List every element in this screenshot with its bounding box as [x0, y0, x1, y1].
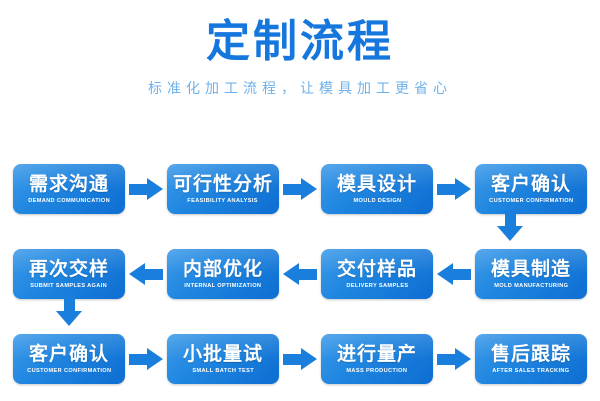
arrow-left-icon [129, 262, 163, 286]
flow-node-mould-design[interactable]: 模具设计 MOULD DESIGN [321, 164, 433, 214]
arrow-shaft [437, 184, 456, 195]
flow-node-label-cn: 客户确认 [490, 172, 571, 195]
arrow-head [301, 348, 317, 370]
flow-node-label-en: AFTER SALES TRACKING [492, 367, 570, 374]
arrow-head [455, 178, 471, 200]
arrow-shaft [298, 269, 317, 280]
arrow-head [301, 178, 317, 200]
flow-node-label-cn: 模具制造 [490, 257, 571, 280]
flow-node-label-cn: 需求沟通 [28, 172, 109, 195]
flow-node-small-batch-test[interactable]: 小批量试 SMALL BATCH TEST [167, 334, 279, 384]
flow-node-feasibility-analysis[interactable]: 可行性分析 FEASIBILITY ANALYSIS [167, 164, 279, 214]
arrow-left-icon [283, 262, 317, 286]
flow-row-3: 客户确认 CUSTOMER CONFIRMATION 小批量试 SMALL BA… [0, 330, 600, 388]
flow-node-label-cn: 交付样品 [336, 257, 417, 280]
flow-node-label-en: MOLD MANUFACTURING [493, 282, 569, 289]
arrow-head [147, 348, 163, 370]
arrow-head [497, 226, 523, 241]
flow-node-demand-communication[interactable]: 需求沟通 DEMAND COMMUNICATION [13, 164, 125, 214]
flow-node-label-cn: 模具设计 [336, 172, 417, 195]
flow-node-delivery-samples[interactable]: 交付样品 DELIVERY SAMPLES [321, 249, 433, 299]
arrow-head [437, 263, 453, 285]
arrow-shaft [437, 354, 456, 365]
arrow-shaft [505, 210, 516, 227]
arrow-head [56, 311, 82, 326]
arrow-shaft [452, 269, 471, 280]
arrow-shaft [283, 354, 302, 365]
arrow-shaft [144, 269, 163, 280]
flow-node-label-en: INTERNAL OPTIMIZATION [184, 282, 262, 289]
flow-node-mold-manufacturing[interactable]: 模具制造 MOLD MANUFACTURING [475, 249, 587, 299]
page-header: 定制流程 标准化加工流程，让模具加工更省心 [0, 0, 600, 98]
arrow-head [283, 263, 299, 285]
flow-node-label-en: FEASIBILITY ANALYSIS [187, 197, 259, 204]
arrow-head [129, 263, 145, 285]
flow-node-mass-production[interactable]: 进行量产 MASS PRODUCTION [321, 334, 433, 384]
arrow-down-icon-row2-to-row3 [56, 295, 82, 326]
arrow-shaft [283, 184, 302, 195]
arrow-right-icon [129, 347, 163, 371]
flow-node-label-cn: 进行量产 [336, 342, 417, 365]
page-title: 定制流程 [206, 16, 394, 67]
flow-node-label-cn: 客户确认 [28, 342, 109, 365]
arrow-right-icon [283, 177, 317, 201]
flow-node-label-cn: 可行性分析 [172, 172, 273, 195]
flow-node-label-cn: 小批量试 [182, 342, 263, 365]
flow-node-submit-samples-again[interactable]: 再次交样 SUBMIT SAMPLES AGAIN [13, 249, 125, 299]
arrow-right-icon [437, 347, 471, 371]
flow-node-label-en: MOULD DESIGN [353, 197, 401, 204]
arrow-head [455, 348, 471, 370]
flow-node-internal-optimization[interactable]: 内部优化 INTERNAL OPTIMIZATION [167, 249, 279, 299]
flow-node-after-sales-tracking[interactable]: 售后跟踪 AFTER SALES TRACKING [475, 334, 587, 384]
flow-node-label-en: CUSTOMER CONFIRMATION [26, 367, 112, 374]
flow-node-label-en: SUBMIT SAMPLES AGAIN [30, 282, 108, 289]
arrow-right-icon [129, 177, 163, 201]
flow-row-1: 需求沟通 DEMAND COMMUNICATION 可行性分析 FEASIBIL… [0, 160, 600, 218]
flow-node-label-en: DELIVERY SAMPLES [345, 282, 409, 289]
page-subtitle: 标准化加工流程，让模具加工更省心 [148, 81, 452, 97]
arrow-down-icon-row1-to-row2 [497, 210, 523, 241]
flow-node-customer-confirmation-2[interactable]: 客户确认 CUSTOMER CONFIRMATION [13, 334, 125, 384]
flow-node-label-en: SMALL BATCH TEST [192, 367, 254, 374]
flow-node-customer-confirmation-1[interactable]: 客户确认 CUSTOMER CONFIRMATION [475, 164, 587, 214]
flow-node-label-en: MASS PRODUCTION [346, 367, 408, 374]
flow-node-label-cn: 售后跟踪 [490, 342, 571, 365]
arrow-head [147, 178, 163, 200]
flow-node-label-en: CUSTOMER CONFIRMATION [488, 197, 574, 204]
arrow-shaft [129, 184, 148, 195]
arrow-shaft [64, 295, 75, 312]
arrow-right-icon [437, 177, 471, 201]
flow-node-label-en: DEMAND COMMUNICATION [28, 197, 110, 204]
arrow-left-icon [437, 262, 471, 286]
process-flow-diagram: 需求沟通 DEMAND COMMUNICATION 可行性分析 FEASIBIL… [0, 146, 600, 401]
flow-node-label-cn: 内部优化 [182, 257, 263, 280]
flow-row-2: 再次交样 SUBMIT SAMPLES AGAIN 内部优化 INTERNAL … [0, 245, 600, 303]
flow-node-label-cn: 再次交样 [28, 257, 109, 280]
arrow-right-icon [283, 347, 317, 371]
arrow-shaft [129, 354, 148, 365]
